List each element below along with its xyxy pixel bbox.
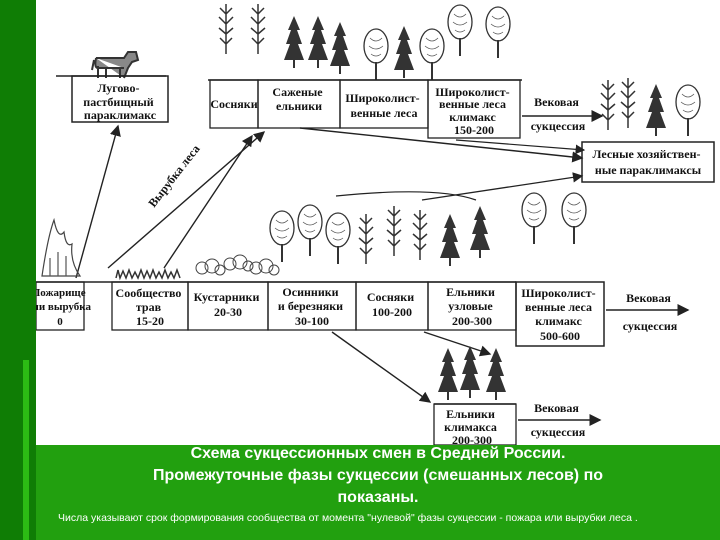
svg-text:Лесные хозяйствен- ные п: Лесные хозяйствен- ные параклимаксы (593, 147, 704, 177)
svg-text:Сообщество трав 15: Сообщество трав 15-20 (116, 286, 185, 328)
svg-text:Вековая сукцессия: Вековая сукцессия (531, 95, 586, 133)
svg-text:Пожарище или вырубка: Пожарище или вырубка 0 (36, 287, 94, 328)
svg-text:Кустарники 20-30: Кустарники 20-30 (194, 290, 263, 319)
aspen-birch-trees-icon (269, 204, 351, 265)
shrubs-icon (195, 254, 280, 276)
svg-text:Вековая сукцессия: Вековая сукцессия (623, 291, 678, 333)
secular-top-trees-icon (600, 77, 701, 137)
footnote: Числа указывают срок формирования сообще… (58, 512, 638, 524)
box-planted-spruce: Саженые ельники (257, 79, 341, 129)
box-spruce-nodal: Ельники узловые 200-300 (427, 281, 517, 331)
left-decor-stripe (23, 360, 29, 540)
broadleaf-climax-top-trees-icon (447, 4, 511, 59)
box-pine-top: Сосняки (209, 79, 259, 129)
logging-label: Вырубка леса (145, 142, 202, 210)
svg-text:Сосняки: Сосняки (210, 97, 257, 111)
svg-text:Осинники и березняки: Осинники и березняки 30-100 (278, 285, 346, 328)
svg-text:Широколист- венные леса: Широколист- венные леса климакс 150-200 (435, 85, 512, 137)
succession-diagram: Лугово- пастбищный параклимакс Сосняки С… (26, 3, 715, 447)
broadleaf-climax-mid-trees-icon (521, 192, 587, 245)
svg-text:Сосняки 100-200: Сосняки 100-200 (367, 290, 417, 319)
grass-icon (115, 267, 181, 281)
box-broadleaf-climax-top: Широколист- венные леса климакс 150-200 (427, 79, 521, 139)
box-aspen-birch: Осинники и березняки 30-100 (267, 281, 357, 331)
box-pine-mid: Сосняки 100-200 (355, 281, 429, 331)
svg-text:Лугово- пастбищный: Лугово- пастбищный параклимакс (83, 81, 156, 122)
caption-lines-2-3: Промежуточные фазы сукцессии (смешанных … (36, 465, 720, 509)
spruce-nodal-trees-icon (440, 206, 490, 266)
box-shrubs: Кустарники 20-30 (187, 281, 269, 331)
caption-line-1: Схема сукцессионных смен в Средней Росси… (190, 445, 566, 460)
svg-text:Саженые ельники: Саженые ельники (272, 85, 325, 113)
svg-text:Ельники климакса 2: Ельники климакса 200-300 (444, 407, 500, 445)
svg-text:Ельники узловые 20: Ельники узловые 200-300 (446, 285, 498, 328)
label-secular-mid: Вековая сукцессия (623, 291, 678, 333)
box-meadow: Лугово- пастбищный параклимакс (71, 75, 169, 123)
svg-text:Вековая сукцессия: Вековая сукцессия (531, 401, 586, 439)
box-broadleaf-top: Широколист- венные леса (339, 79, 429, 129)
diagram-area: Лугово- пастбищный параклимакс Сосняки С… (26, 0, 720, 447)
svg-text:Широколист- венные леса: Широколист- венные леса климакс 500-600 (521, 286, 598, 343)
planted-spruce-trees-icon (284, 16, 350, 74)
spruce-climax-trees-icon (438, 346, 506, 400)
box-fire: Пожарище или вырубка 0 (26, 281, 94, 331)
pine-top-trees-icon (218, 3, 266, 55)
left-decor-bar (0, 0, 36, 540)
svg-text:Широколист- венные леса: Широколист- венные леса (345, 91, 422, 120)
pine-mid-trees-icon (358, 205, 428, 265)
label-secular-top: Вековая сукцессия (531, 95, 586, 133)
box-forest-para: Лесные хозяйствен- ные параклимаксы (581, 141, 715, 183)
caption-line-2: Промежуточные фазы сукцессии (смешанных … (152, 467, 604, 484)
fire-scene-icon (41, 217, 82, 277)
box-broadleaf-climax-mid: Широколист- венные леса климакс 500-600 (515, 281, 605, 347)
broadleaf-top-trees-icon (363, 26, 445, 81)
label-secular-bottom: Вековая сукцессия (531, 401, 586, 439)
box-grass: Сообщество трав 15-20 (111, 281, 189, 331)
cow-icon (91, 51, 140, 79)
box-spruce-climax: Ельники климакса 200-300 (433, 403, 517, 447)
caption-line-3: показаны. (337, 489, 419, 506)
